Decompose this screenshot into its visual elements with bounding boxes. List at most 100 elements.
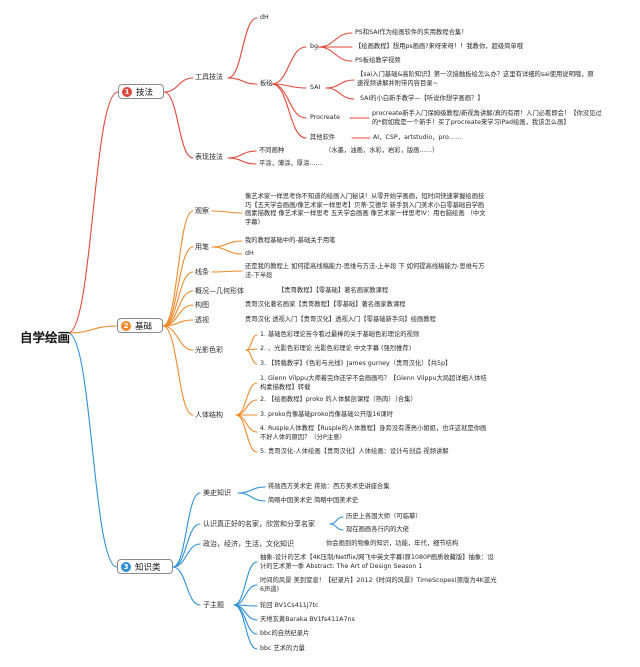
connector-line (163, 91, 194, 159)
node-expression: 表现技法 (195, 153, 223, 161)
badge-number: 2 (121, 320, 131, 331)
node-brushwork: 用笔 (195, 243, 209, 251)
leaf-brushwork-1: 我的教程基础中的-基础关于用笔 (245, 237, 336, 244)
connector-line (233, 561, 258, 606)
badge-number: 1 (122, 86, 132, 97)
leaf-bbc-nature: bbc的自然纪录片 (260, 630, 310, 637)
leaf-lines: 还是我的教程上 如何提高线稿能力-思维与方法-上半段 下 如何提高线稿能力-思维… (245, 263, 485, 279)
node-perspective: 透视 (195, 316, 209, 324)
leaf-geometry: 【贵哥教程】【零基础】著名画家教课程 (278, 287, 389, 294)
connector-line (211, 210, 243, 214)
leaf-baraka: 天地玄黄Baraka BV1fs411A7ns (260, 616, 355, 623)
branch-knowledge[interactable]: 3 知识类 (117, 559, 173, 574)
connector-line (172, 566, 201, 606)
connector-line (235, 414, 258, 433)
leaf-sai-beginner: SAI的小白新手教学—【听说你想学画画？】 (360, 95, 484, 102)
branch-fundamentals[interactable]: 2 基础 (117, 318, 163, 333)
node-observation: 观察 (195, 207, 209, 215)
connector-line (317, 32, 353, 48)
connector-line (271, 83, 307, 139)
node-masters: 认识真正好的名家，欣赏和分享名家 (203, 520, 315, 528)
connector-line (317, 46, 353, 62)
connector-line (211, 240, 243, 248)
leaf-abstract-design: 抽象-设计的艺术【4K压制/Netflix/网飞中英文字幕(原1080P画质收藏… (260, 554, 494, 570)
leaf-anatomy-5: 5. 贵哥汉化-人体绘画【贵哥汉化】人体绘画：设计与创造 视频讲解 (260, 448, 449, 455)
leaf-composition: 贵哥汉化著名画家【贵哥教程】【零基础】著名画家教课程 (245, 301, 406, 308)
connector-line (233, 584, 258, 606)
connector-line (245, 349, 258, 365)
connector-line (235, 399, 258, 416)
node-procreate: Procreate (310, 114, 340, 121)
leaf-painting-styles: 平涂，薄涂，厚涂…… (259, 160, 322, 167)
leaf-perspective: 贵哥汉化 透视入门【贵哥汉化】透视入门【零基础新手向】绘画教程 (245, 316, 436, 323)
connector-line (237, 492, 266, 502)
connector-line (233, 604, 258, 650)
leaf-ps-collection: PS和SAI作为绘画软件的实用教程合集！ (355, 29, 468, 36)
connector-line (162, 210, 194, 327)
connector-line (162, 319, 194, 327)
leaf-object-knowledge: 你会画到的物象的知识，功能，年代，细节结构 (326, 540, 459, 547)
leaf-timescapes: 时间的风景 美到窒息！【纪录片】2012《时间的风景》TimeScopes(原版… (260, 577, 497, 593)
connector-line (162, 325, 194, 351)
leaf-other-software-list: AI，CSP，artstudio，pro…… (373, 134, 462, 141)
node-anatomy: 人体结构 (195, 411, 223, 419)
node-media-types: 不同画种 (259, 147, 285, 154)
leaf-observation: 像艺术家一样思考你不知道的绘画入门秘诀！从零开始学画画，短时间快速掌握绘画技巧【… (245, 193, 486, 226)
leaf-anatomy-4: 4. Rusple人体教程【Rusple的人体教程】身旁没有漂亮小姐姐，也许这就… (260, 425, 487, 441)
leaf-brushwork-2: dH (245, 250, 254, 257)
connector-line (227, 157, 257, 165)
leaf-masters-current: 现在画画各行内的大佬 (346, 526, 409, 533)
leaf-media-list: （水墨，油画，水彩，岩彩，版画……） (325, 147, 439, 154)
connector-root-knowledge (67, 332, 118, 568)
connector-line (162, 325, 194, 416)
connector-line (163, 77, 194, 93)
node-geometry: 概况—几何形体 (195, 287, 244, 295)
leaf-color-2: 2. 、光影色彩理论 光影色彩理论 中文字幕 (强烈推荐) (260, 345, 412, 352)
leaf-anatomy-3: 3. proko肖像基础proko肖像基础公开版16课时 (260, 411, 394, 418)
node-subtopic: 子主题 (203, 601, 224, 609)
connector-line (172, 523, 201, 568)
connector-line (162, 246, 194, 327)
connector-root-fundamentals (67, 325, 118, 334)
node-lines: 线条 (195, 268, 209, 276)
leaf-sai-basics: 【sai入门基础&高阶知识】第一次接触板绘怎么办？这里有详细的sai使用说明哦，… (357, 71, 594, 87)
connector-line (211, 246, 243, 255)
leaf-western-history: 蒋勋西方美术史 蒋勋：西方美术史讲座合集 (268, 483, 390, 490)
leaf-bbc-art: bbc 艺术的力量 (260, 645, 305, 652)
node-composition: 构图 (195, 301, 209, 309)
branch-techniques[interactable]: 1 技法 (118, 84, 164, 99)
node-bg: bg (310, 43, 318, 50)
connector-line (329, 523, 344, 531)
connector-line (227, 77, 258, 85)
connector-line (237, 486, 266, 494)
connector-line (329, 516, 344, 525)
connector-line (227, 150, 257, 159)
connector-line (235, 414, 258, 453)
node-other-software: 其他软件 (310, 134, 336, 141)
leaf-procreate-guide: procreate新手入门保姆级教程/新视角讲解/真的有用！入门必看即会！【你没… (372, 110, 602, 126)
connector-line (271, 46, 307, 85)
node-general-knowledge: 政治，经济，生活，文化知识 (203, 540, 294, 548)
branch-label: 技法 (136, 87, 154, 98)
leaf-color-3: 3. 【转载教学】《色彩与光线》James gurney（贵哥汉化）【共5p】 (260, 360, 452, 367)
node-sai: SAI (310, 84, 321, 91)
connector-line (162, 271, 194, 327)
connector-line (325, 79, 355, 89)
leaf-ps-video: PS板绘教学视频 (355, 57, 401, 64)
connector-line (172, 543, 201, 568)
leaf-anatomy-1: 1. Glenn Vilppu大师着完你还学不会画画吗？【Glenn Vilpp… (260, 375, 487, 391)
leaf-chinese-history: 简略中国美术史 简略中国美术史 (268, 497, 359, 504)
branch-label: 知识类 (135, 562, 161, 573)
leaf-samsara: 轮回 BV1Cs411j7tc (260, 602, 319, 609)
node-art-history: 美史知识 (203, 489, 231, 497)
connector-line (325, 87, 355, 100)
connector-line (172, 492, 201, 568)
connector-line (211, 270, 243, 273)
leaf-color-1: 1. 基础色彩理论苦今看过最棒的关于基础色彩理论的视频 (260, 331, 420, 338)
root-topic: 自学绘画 (20, 330, 71, 345)
node-tool-techniques: 工具技法 (195, 73, 223, 81)
leaf-dh: dH (260, 14, 269, 21)
connector-line (227, 17, 258, 79)
badge-number: 3 (121, 561, 131, 572)
